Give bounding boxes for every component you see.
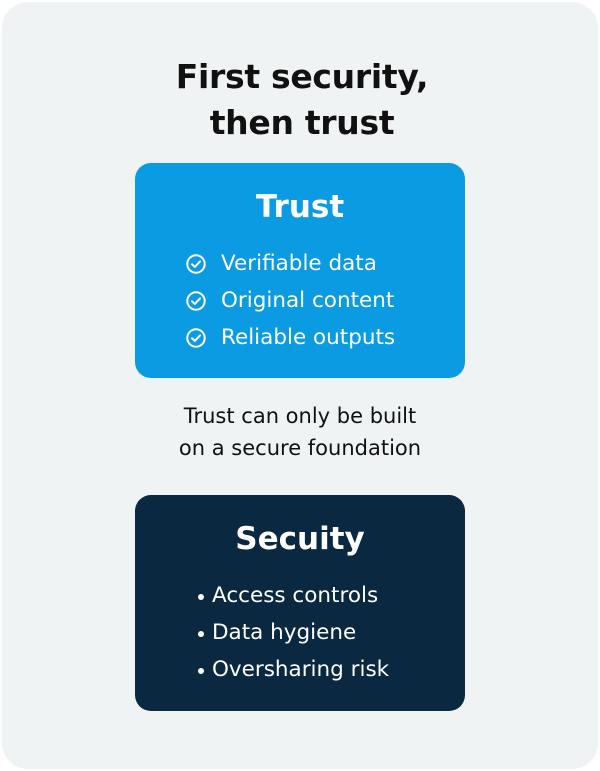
bullet-icon (198, 667, 204, 674)
title-line-1: First security, (175, 57, 429, 96)
trust-list-item: Original content (135, 282, 465, 319)
security-item-label: Data hygiene (212, 620, 357, 645)
diagram-title: First security, then trust (2, 54, 600, 146)
trust-box: Trust Verifiable data Original content R… (135, 163, 465, 378)
trust-item-label: Reliable outputs (221, 325, 396, 350)
check-circle-icon (186, 290, 206, 311)
trust-list-item: Reliable outputs (135, 319, 465, 356)
trust-item-label: Verifiable data (221, 251, 377, 276)
security-heading: Secuity (235, 521, 365, 557)
security-list-item: Data hygiene (135, 614, 465, 651)
security-list-item: Access controls (135, 577, 465, 614)
title-line-2: then trust (209, 103, 395, 142)
caption-line-1: Trust can only be built (183, 404, 417, 428)
caption: Trust can only be built on a secure foun… (0, 400, 600, 464)
bullet-icon (198, 630, 204, 637)
security-list-item: Oversharing risk (135, 651, 465, 688)
check-circle-icon (186, 327, 206, 348)
security-item-label: Oversharing risk (212, 657, 390, 682)
trust-item-label: Original content (221, 288, 395, 313)
caption-line-2: on a secure foundation (178, 436, 422, 460)
bullet-icon (198, 593, 204, 600)
security-box: Secuity Access controls Data hygiene Ove… (135, 495, 465, 711)
security-item-label: Access controls (212, 583, 379, 608)
trust-list-item: Verifiable data (135, 245, 465, 282)
trust-list: Verifiable data Original content Reliabl… (135, 245, 465, 356)
trust-heading: Trust (255, 189, 345, 225)
security-list: Access controls Data hygiene Oversharing… (135, 577, 465, 688)
check-circle-icon (186, 253, 206, 274)
